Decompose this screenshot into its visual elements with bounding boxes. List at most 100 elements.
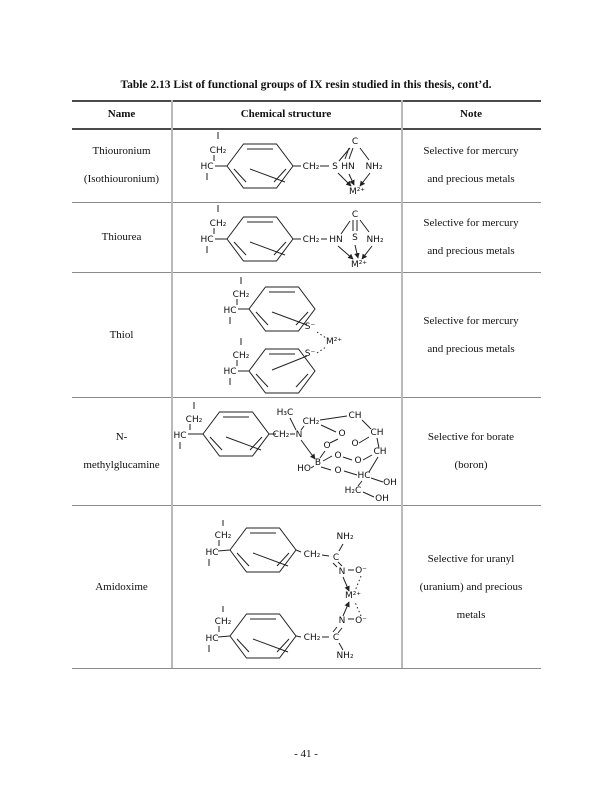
- benzene-ring: [226, 143, 294, 189]
- bond: [295, 549, 302, 553]
- atom-label-oh: OH: [383, 478, 397, 488]
- ring-double-bond: [236, 552, 250, 567]
- atom-label-h2c: H₂C: [345, 486, 362, 496]
- note-line: (uranium) and precious: [419, 580, 523, 593]
- atom-label-ch2: CH₂: [210, 146, 227, 156]
- atom-label-hn: HN: [329, 235, 343, 245]
- bond: [343, 470, 358, 476]
- atom-label-hc: HC: [223, 306, 236, 316]
- ring-attachment-slash: [252, 552, 289, 567]
- header-bottom-rule: [72, 128, 541, 130]
- atom-label-s: S⁻: [305, 322, 316, 332]
- atom-label-ch2: CH₂: [303, 235, 320, 245]
- atom-label-o: O: [323, 441, 330, 451]
- atom-label-ch2: CH₂: [273, 430, 290, 440]
- atom-label-s: S⁻: [305, 349, 316, 359]
- ionic-bond: [316, 331, 327, 339]
- bond: [289, 417, 297, 431]
- bond: [310, 465, 315, 469]
- name-line: Thiouronium: [92, 145, 151, 157]
- dative-arrow: [361, 245, 373, 260]
- row-rule: [72, 202, 541, 203]
- atom-label-c: C: [352, 210, 358, 220]
- name-cell-amidoxime: Amidoxime: [72, 505, 171, 668]
- ring-double-bond: [249, 436, 263, 451]
- atom-label-ch2: CH₂: [303, 417, 320, 427]
- thiol-structure: CH₂ HC S⁻ M²⁺ S⁻ CH₂ HC: [223, 277, 342, 394]
- atom-label-n: N: [296, 430, 303, 440]
- double-bond: [344, 147, 350, 160]
- atom-label-ch2: CH₂: [215, 617, 232, 627]
- ring-double-bond: [295, 311, 309, 326]
- thiourea-structure: CH₂ HC CH₂ HN C S NH₂ M²⁺: [200, 205, 384, 270]
- benzene-ring: [229, 613, 297, 659]
- dative-arrow: [354, 244, 360, 259]
- row-rule: [72, 272, 541, 273]
- atom-label-metal: M²⁺: [345, 591, 361, 601]
- note-line: metals: [456, 608, 486, 621]
- atom-label-c: C: [352, 137, 358, 147]
- bond: [329, 438, 339, 444]
- bond: [319, 415, 348, 421]
- atom-label-ch: CH: [370, 428, 383, 438]
- bond: [340, 220, 351, 235]
- ring-double-bond: [255, 311, 269, 326]
- ring-outline: [229, 613, 297, 659]
- ionic-bond: [316, 346, 327, 354]
- atom-label-o: O⁻: [355, 566, 367, 576]
- double-bond: [337, 561, 343, 567]
- double-bond: [332, 562, 338, 568]
- table-top-rule: [72, 100, 541, 102]
- ring-attachment-slash: [271, 355, 308, 371]
- note-line: Selective for mercury: [423, 314, 519, 327]
- ring-outline: [248, 348, 316, 394]
- ring-attachment-slash: [249, 241, 286, 256]
- benzene-ring: [229, 527, 297, 573]
- atom-label-ch: CH: [373, 447, 386, 457]
- bond: [370, 477, 384, 483]
- atom-label-ch2: CH₂: [186, 415, 203, 425]
- name-cell-thiol: Thiol: [72, 272, 171, 397]
- note-line: (boron): [454, 459, 488, 471]
- bond: [217, 549, 231, 552]
- column-header-note: Note: [460, 108, 482, 120]
- atom-label-nh2: NH₂: [336, 532, 354, 542]
- benzene-ring: [248, 286, 316, 332]
- atom-label-hc: HC: [173, 431, 186, 441]
- atom-label-hc: HC: [223, 367, 236, 377]
- row-rule: [72, 505, 541, 506]
- atom-label-nh2: NH₂: [336, 651, 354, 661]
- bond: [368, 456, 379, 473]
- note-line: Selective for borate: [427, 431, 515, 443]
- atom-label-ch2: CH₂: [233, 290, 250, 300]
- atom-label-hc: HC: [205, 634, 218, 644]
- dative-arrow: [359, 172, 371, 187]
- atom-label-c: C: [333, 553, 339, 563]
- bond: [342, 456, 353, 461]
- dative-arrow: [342, 601, 350, 617]
- atom-label-c: C: [333, 633, 339, 643]
- atom-label-n: N: [339, 567, 346, 577]
- dative-arrow: [342, 576, 350, 592]
- ring-attachment-slash: [225, 436, 262, 451]
- atom-label-o: O: [338, 429, 345, 439]
- bond: [321, 554, 330, 557]
- note-line: and precious metals: [427, 245, 515, 257]
- atom-label-hn: HN: [341, 162, 355, 172]
- name-line: Thiol: [109, 328, 134, 341]
- bond: [357, 480, 363, 487]
- benzene-ring: [202, 411, 270, 457]
- bond: [338, 642, 344, 651]
- name-line: (Isothiouronium): [83, 173, 160, 185]
- atom-label-h3c: H₃C: [277, 408, 294, 418]
- ionic-bond: [354, 575, 362, 592]
- name-line: Amidoxime: [95, 580, 148, 593]
- ring-double-bond: [233, 168, 247, 183]
- ring-attachment-slash: [252, 638, 289, 653]
- bond: [300, 425, 305, 431]
- note-line: Selective for mercury: [423, 145, 519, 157]
- atom-label-o: O: [334, 466, 341, 476]
- ring-attachment-slash: [249, 168, 286, 183]
- note-cell: Selective for mercury and precious metal…: [401, 272, 541, 397]
- note-line: Selective for mercury: [423, 217, 519, 229]
